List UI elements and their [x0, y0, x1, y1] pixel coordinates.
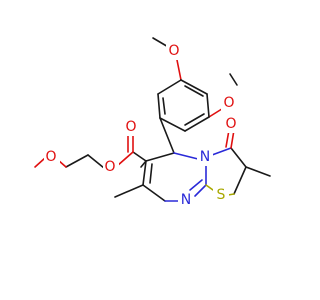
bond: [132, 151, 147, 162]
bond: [159, 117, 186, 132]
bond: [114, 184, 144, 198]
bond: [211, 147, 232, 156]
bond: [65, 154, 89, 168]
molecule-structure-diagram: O O O O O O N N S: [34, 37, 271, 209]
oxygen-atom-label: O: [45, 149, 56, 165]
bond: [206, 93, 210, 118]
bonds: [34, 37, 271, 202]
bond: [142, 184, 166, 202]
bond: [233, 166, 247, 195]
bond: [159, 117, 175, 154]
bond: [245, 166, 271, 177]
bond: [34, 157, 46, 168]
bond: [180, 79, 208, 95]
bond: [142, 160, 147, 186]
bond: [194, 184, 207, 197]
nitrogen-atom-label: N: [200, 149, 210, 165]
bond: [189, 179, 203, 191]
oxygen-atom-label: O: [125, 119, 136, 135]
bond: [184, 113, 205, 126]
bond: [205, 184, 214, 191]
bond: [140, 160, 147, 168]
atom-labels: O O O O O O N N S: [44, 43, 239, 209]
bond: [230, 147, 247, 168]
oxygen-atom-label: O: [104, 159, 115, 175]
bond: [184, 116, 210, 132]
bond: [173, 152, 199, 160]
oxygen-atom-label: O: [168, 43, 179, 59]
bond: [157, 93, 161, 119]
sulfur-atom-label: S: [217, 187, 226, 203]
bond: [157, 79, 182, 95]
oxygen-atom-label: O: [223, 95, 234, 111]
bond: [162, 97, 166, 115]
bond: [116, 151, 134, 167]
bond: [184, 85, 204, 97]
oxygen-atom-label: O: [225, 116, 236, 132]
bond: [229, 73, 238, 86]
bond: [145, 152, 175, 162]
bond: [87, 154, 105, 169]
nitrogen-atom-label: N: [181, 192, 191, 208]
bond: [149, 163, 153, 184]
